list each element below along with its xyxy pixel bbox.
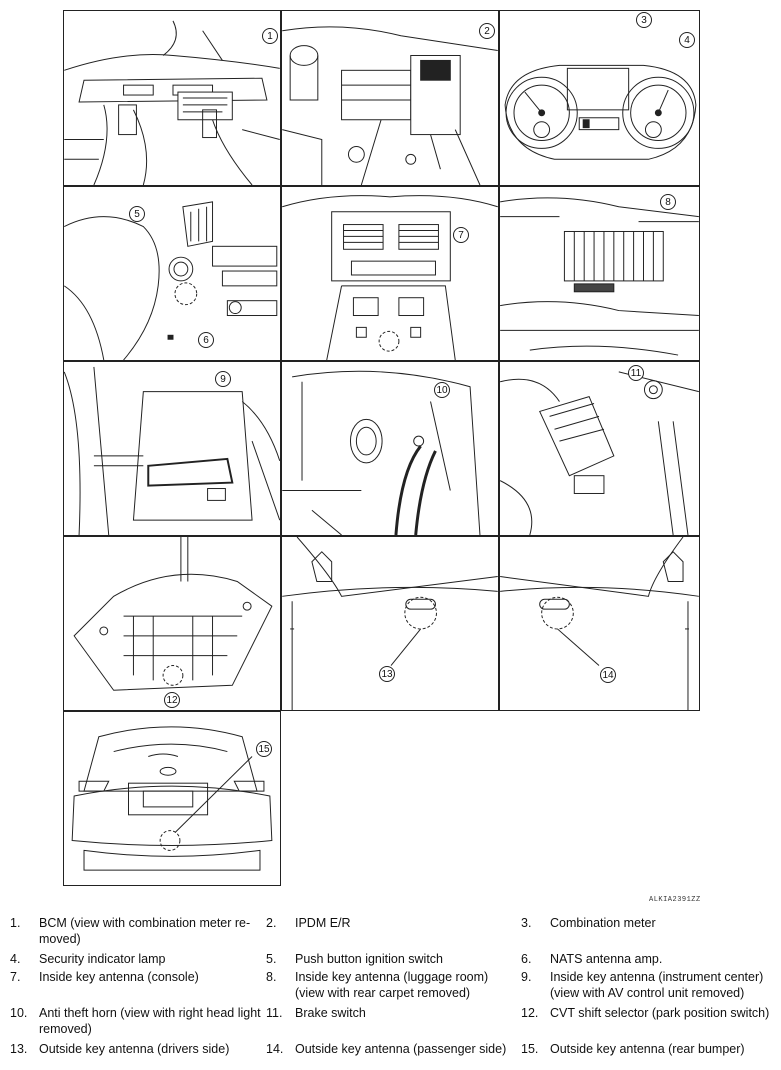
legend-text: BCM (view with combination meter re-move… xyxy=(39,916,251,946)
legend-num: 6. xyxy=(521,952,532,966)
legend-num: 7. xyxy=(10,970,21,984)
legend-num: 14. xyxy=(266,1042,284,1056)
panel-horn: 10 xyxy=(281,361,499,536)
door-passenger-illustration xyxy=(500,537,699,710)
callout-12: 12 xyxy=(164,692,180,708)
panel-console: 7 xyxy=(281,186,499,361)
legend-num: 3. xyxy=(521,916,532,930)
panel-rear-bumper: 15 xyxy=(63,711,281,886)
brake-switch-illustration xyxy=(500,371,699,535)
legend-row: 10. Anti theft horn (view with right head… xyxy=(10,1005,776,1041)
legend: 1. BCM (view with combination meter re-mo… xyxy=(10,915,776,1059)
legend-text: Outside key antenna (drivers side) xyxy=(39,1042,230,1056)
legend-row: 7. Inside key antenna (console) 8. Inside … xyxy=(10,969,776,1005)
panel-door-driver: 13 xyxy=(281,536,499,711)
callout-5: 5 xyxy=(129,206,145,222)
legend-num: 5. xyxy=(266,952,277,966)
callout-10: 10 xyxy=(434,382,450,398)
legend-text: NATS antenna amp. xyxy=(550,952,663,966)
panel-brake-switch: 11 xyxy=(499,361,700,536)
panel-meter: 3 4 xyxy=(499,10,700,186)
legend-text: IPDM E/R xyxy=(295,916,351,930)
shift-selector-illustration xyxy=(73,537,273,691)
ipdm-illustration xyxy=(282,26,498,185)
legend-num: 10. xyxy=(10,1006,28,1020)
door-driver-illustration xyxy=(282,537,498,710)
panel-bcm: 1 xyxy=(63,10,281,186)
legend-num: 8. xyxy=(266,970,277,984)
callout-11: 11 xyxy=(628,365,644,381)
callout-1: 1 xyxy=(262,28,278,44)
ignition-illustration xyxy=(64,201,278,360)
luggage-illustration xyxy=(500,197,699,356)
rear-bumper-illustration xyxy=(71,726,273,871)
instrument-center-illustration xyxy=(64,366,280,535)
legend-text: Outside key antenna (rear bumper) xyxy=(550,1042,745,1056)
legend-num: 1. xyxy=(10,916,21,930)
panel-ignition: 5 6 xyxy=(63,186,281,361)
panel-luggage: 8 xyxy=(499,186,700,361)
callout-8: 8 xyxy=(660,194,676,210)
callout-13: 13 xyxy=(379,666,395,682)
legend-row: 4. Security indicator lamp 5. Push button … xyxy=(10,951,776,969)
legend-text: Anti theft horn (view with right head li… xyxy=(39,1006,261,1036)
legend-num: 4. xyxy=(10,952,21,966)
console-illustration xyxy=(282,195,498,360)
meter-illustration xyxy=(504,64,697,160)
callout-6: 6 xyxy=(198,332,214,348)
legend-text: Push button ignition switch xyxy=(295,952,444,966)
legend-text: Security indicator lamp xyxy=(39,952,166,966)
legend-text: Inside key antenna (luggage room) (view … xyxy=(295,970,489,1000)
legend-text: Outside key antenna (passenger side) xyxy=(295,1042,507,1056)
legend-row: 1. BCM (view with combination meter re-mo… xyxy=(10,915,776,951)
callout-3: 3 xyxy=(636,12,652,28)
legend-num: 13. xyxy=(10,1042,28,1056)
panel-door-passenger: 14 xyxy=(499,536,700,711)
legend-text: Inside key antenna (instrument center) (… xyxy=(550,970,764,1000)
legend-text: Inside key antenna (console) xyxy=(39,970,199,984)
legend-num: 12. xyxy=(521,1006,539,1020)
legend-row: 13. Outside key antenna (drivers side) 14… xyxy=(10,1041,776,1059)
callout-14: 14 xyxy=(600,667,616,683)
panel-ipdm: 2 xyxy=(281,10,499,186)
callout-7: 7 xyxy=(453,227,469,243)
callout-2: 2 xyxy=(479,23,495,39)
figure-code: ALKIA2391ZZ xyxy=(649,896,701,904)
callout-15: 15 xyxy=(256,741,272,757)
bcm-illustration xyxy=(64,20,280,185)
legend-num: 9. xyxy=(521,970,532,984)
horn-illustration xyxy=(282,370,481,535)
panel-instrument-center: 9 xyxy=(63,361,281,536)
callout-4: 4 xyxy=(679,32,695,48)
legend-text: Brake switch xyxy=(295,1006,366,1020)
legend-num: 11. xyxy=(266,1006,283,1020)
legend-text: Combination meter xyxy=(550,916,656,930)
legend-text: CVT shift selector (park position switch… xyxy=(550,1006,770,1020)
legend-num: 15. xyxy=(521,1042,539,1056)
callout-9: 9 xyxy=(215,371,231,387)
panel-shift-selector: 12 xyxy=(63,536,281,711)
legend-num: 2. xyxy=(266,916,277,930)
